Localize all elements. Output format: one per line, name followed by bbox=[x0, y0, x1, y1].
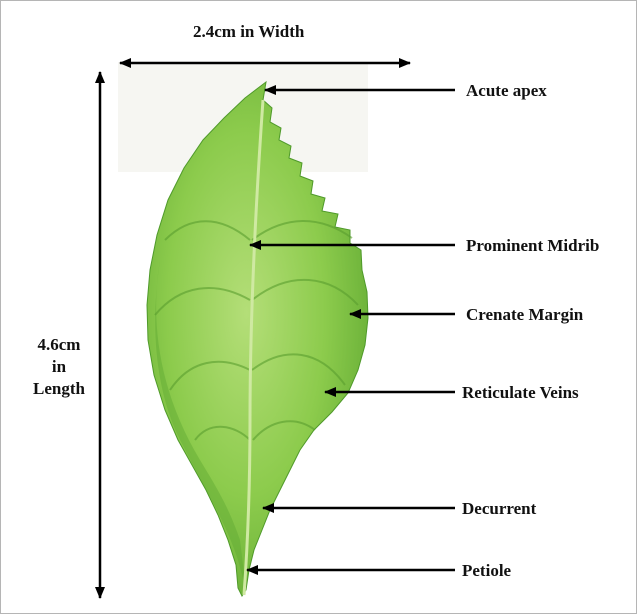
length-label: 4.6cm in Length bbox=[18, 334, 100, 400]
length-label-line-3: Length bbox=[18, 378, 100, 400]
label-prominent-midrib: Prominent Midrib bbox=[466, 236, 599, 256]
label-reticulate-veins: Reticulate Veins bbox=[462, 383, 579, 403]
label-crenate-margin: Crenate Margin bbox=[466, 305, 583, 325]
label-petiole: Petiole bbox=[462, 561, 511, 581]
label-decurrent: Decurrent bbox=[462, 499, 536, 519]
width-label: 2.4cm in Width bbox=[193, 22, 304, 42]
label-acute-apex: Acute apex bbox=[466, 81, 547, 101]
length-label-line-2: in bbox=[18, 356, 100, 378]
length-label-line-1: 4.6cm bbox=[18, 334, 100, 356]
